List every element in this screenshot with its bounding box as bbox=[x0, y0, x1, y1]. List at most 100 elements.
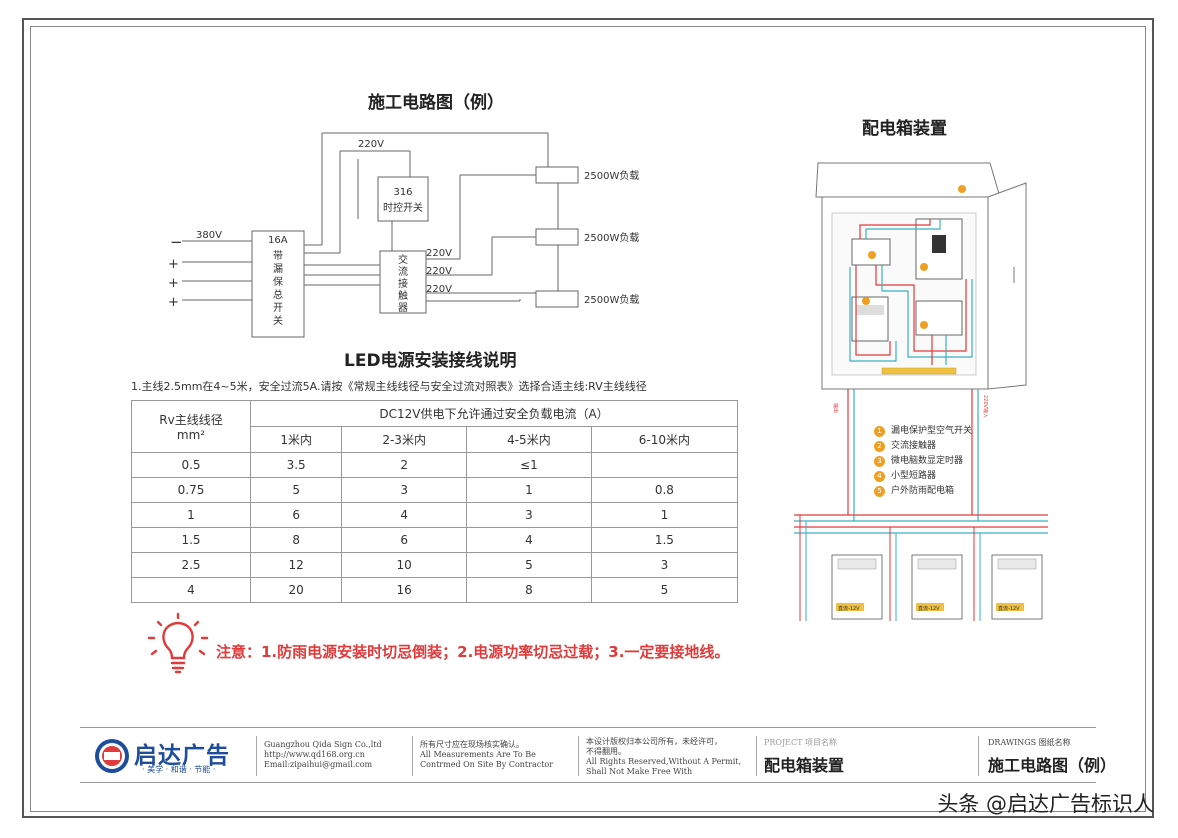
measure-en-2: Contrmed On Site By Contractor bbox=[420, 760, 554, 769]
legend-badge-5: 5 bbox=[874, 486, 885, 497]
measure-en-1: All Measurements Are To Be bbox=[420, 750, 536, 759]
measurement-note: 所有尺寸应在现场核实确认。 All Measurements Are To Be… bbox=[420, 740, 553, 770]
table-cell: 16 bbox=[341, 577, 468, 603]
project-value: 配电箱装置 bbox=[764, 756, 845, 775]
led-line-1: 1.主线2.5mm在4~5米，安全过流5A.请按《常规主线线径与安全过流对照表》… bbox=[131, 380, 647, 393]
table-cell: 1 bbox=[590, 502, 739, 528]
contactor-char-1: 交 bbox=[398, 253, 408, 266]
circuit-diagram: − + + + 380V 220V 16A 带 漏 保 总 开 关 316 时控… bbox=[168, 132, 639, 338]
drawings-label: DRAWINGS 图纸名称 bbox=[988, 738, 1071, 747]
inner-frame bbox=[30, 26, 1146, 812]
breaker-char-6: 关 bbox=[273, 314, 283, 327]
footer-top-rule bbox=[80, 727, 1096, 728]
footer-bottom-rule bbox=[80, 782, 1096, 783]
table-row: 2.5 12 10 5 3 bbox=[131, 552, 739, 578]
table-cell: 1 bbox=[466, 477, 592, 503]
breaker-char-1: 带 bbox=[273, 250, 283, 262]
breaker-rating: 16A bbox=[268, 235, 288, 246]
table-cell: 6 bbox=[249, 502, 343, 528]
col-header-1: 1米内 bbox=[249, 426, 343, 453]
table-row: 1.5 8 6 4 1.5 bbox=[131, 527, 739, 553]
plus-sign-3: + bbox=[168, 295, 179, 310]
legend-label-4: 小型短路器 bbox=[891, 471, 937, 481]
footer-divider bbox=[256, 736, 257, 776]
timer-model: 316 bbox=[393, 187, 412, 198]
logo-text: 启达广告 bbox=[134, 743, 230, 769]
minus-sign: − bbox=[170, 233, 183, 251]
legend-label-5: 户外防雨配电箱 bbox=[891, 486, 955, 496]
table-cell: 5 bbox=[249, 477, 343, 503]
project-label: PROJECT 项目名称 bbox=[764, 738, 838, 747]
circuit-title: 施工电路图（例） bbox=[368, 93, 504, 113]
psu-label-3: 直流-12V bbox=[998, 605, 1020, 612]
legend-item: 2 交流接触器 bbox=[874, 439, 972, 454]
outer-frame bbox=[22, 18, 1154, 818]
logo-subtitle: · 美学 · 和谐 · 节能 · bbox=[142, 765, 216, 774]
plus-sign-2: + bbox=[168, 276, 179, 291]
safety-note: 注意：1.防雨电源安装时切忌倒装；2.电源功率切忌过载；3.一定要接地线。 bbox=[216, 643, 730, 661]
table-cell: 1 bbox=[131, 502, 251, 528]
lightbulb-icon bbox=[147, 612, 209, 674]
table-cell: ≤1 bbox=[466, 452, 592, 478]
table-row: 0.5 3.5 2 ≤1 bbox=[131, 452, 739, 478]
distribution-box-diagram: 输出 220V输入 直流-12V 直流-12V 直流-12V bbox=[794, 162, 1048, 621]
table-cell: 4 bbox=[131, 577, 251, 603]
box-title: 配电箱装置 bbox=[862, 119, 947, 139]
table-row: 1 6 4 3 1 bbox=[131, 502, 739, 528]
led-title: LED电源安装接线说明 bbox=[344, 351, 517, 371]
table-row: 0.75 5 3 1 0.8 bbox=[131, 477, 739, 503]
table-cell: 1.5 bbox=[590, 527, 739, 553]
table-cell: 0.5 bbox=[131, 452, 251, 478]
legend-badge-2: 2 bbox=[874, 441, 885, 452]
table-cell: 5 bbox=[466, 552, 592, 578]
table-cell: 2 bbox=[341, 452, 468, 478]
input-label: 220V输入 bbox=[982, 395, 989, 418]
psu-label-1: 直流-12V bbox=[838, 605, 860, 612]
footer-divider bbox=[978, 736, 979, 776]
voltage-220-top: 220V bbox=[358, 139, 384, 150]
company-logo-icon bbox=[95, 739, 129, 773]
footer-divider bbox=[412, 736, 413, 776]
rv-header: Rv主线线径 mm² bbox=[131, 400, 251, 453]
rv-header-unit: mm² bbox=[176, 428, 206, 442]
breaker-char-4: 总 bbox=[273, 288, 283, 301]
output-label: 输出 bbox=[832, 403, 839, 413]
legend-label-3: 微电脑数显定时器 bbox=[891, 456, 964, 466]
rights-cn-1: 本设计版权归本公司所有，未经许可， bbox=[586, 737, 722, 746]
load-1: 2500W负载 bbox=[584, 169, 639, 182]
table-cell: 4 bbox=[341, 502, 468, 528]
voltage-220-b: 220V bbox=[426, 266, 452, 277]
drawings-value: 施工电路图（例） bbox=[988, 756, 1117, 775]
table-cell: 1.5 bbox=[131, 527, 251, 553]
table-row: 4 20 16 8 5 bbox=[131, 577, 739, 603]
footer-divider bbox=[756, 736, 757, 776]
col-header-4: 6-10米内 bbox=[590, 426, 739, 453]
col-header-3: 4-5米内 bbox=[466, 426, 592, 453]
contactor-char-3: 接 bbox=[398, 277, 408, 290]
rights-en-2: Shall Not Make Free With bbox=[586, 767, 693, 776]
measure-cn: 所有尺寸应在现场核实确认。 bbox=[420, 740, 524, 749]
company-name: Guangzhou Qida Sign Co.,ltd bbox=[264, 740, 382, 749]
voltage-220-a: 220V bbox=[426, 248, 452, 259]
table-cell: 4 bbox=[466, 527, 592, 553]
table-cell bbox=[590, 452, 739, 478]
breaker-char-2: 漏 bbox=[273, 263, 283, 275]
rights-en-1: All Rights Reserved,Without A Permit, bbox=[586, 757, 742, 766]
table-cell: 3.5 bbox=[249, 452, 343, 478]
load-2: 2500W负载 bbox=[584, 231, 639, 244]
table-cell: 3 bbox=[590, 552, 739, 578]
table-cell: 0.8 bbox=[590, 477, 739, 503]
voltage-220-c: 220V bbox=[426, 284, 452, 295]
contactor-char-5: 器 bbox=[398, 302, 408, 314]
plus-sign-1: + bbox=[168, 257, 179, 272]
psu-label-2: 直流-12V bbox=[918, 605, 940, 612]
table-cell: 6 bbox=[341, 527, 468, 553]
contactor-char-2: 流 bbox=[398, 265, 408, 278]
rights-cn-2: 不得翻用。 bbox=[586, 747, 626, 756]
legend-label-2: 交流接触器 bbox=[891, 441, 937, 451]
table-cell: 0.75 bbox=[131, 477, 251, 503]
table-cell: 8 bbox=[249, 527, 343, 553]
